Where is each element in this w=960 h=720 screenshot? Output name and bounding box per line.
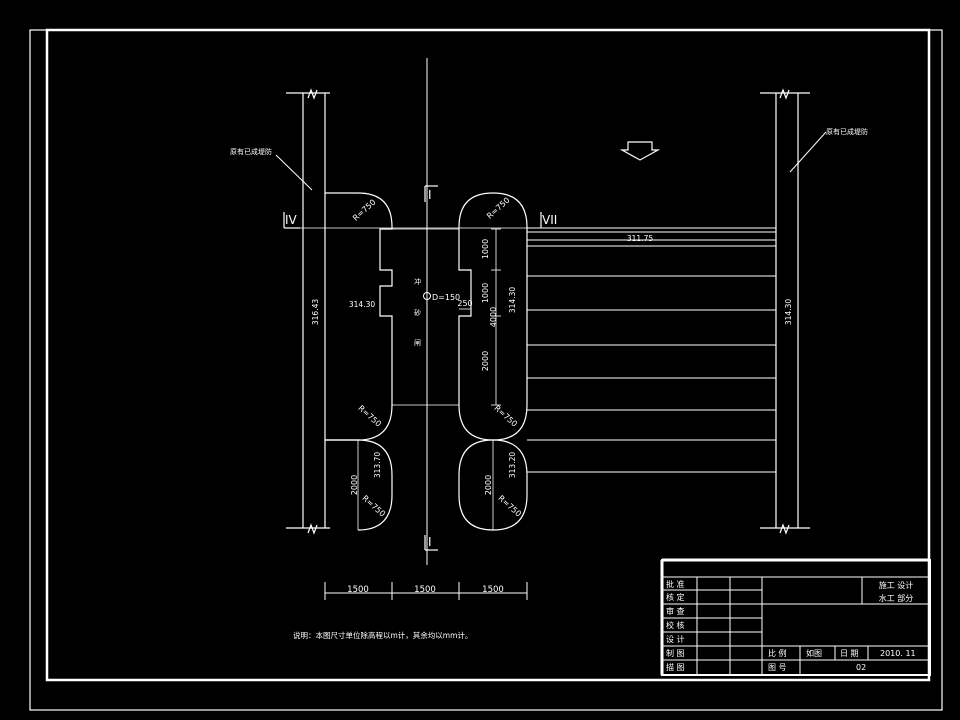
tb-row-verify: 核 定	[666, 592, 685, 602]
section-i-marker-top	[424, 185, 438, 202]
bottom-dim-1: 1500	[347, 585, 369, 595]
dim-1000-a: 1000	[481, 239, 490, 259]
dim-2000-left: 2000	[350, 475, 359, 495]
radius-label-right-low: R=750	[496, 494, 522, 519]
section-i-marker-bottom	[424, 535, 438, 551]
tb-row-check: 校 核	[666, 620, 685, 630]
tb-row-design: 设 计	[666, 634, 685, 644]
left-leader-line	[275, 154, 313, 191]
elev-left-pier-low: 313.70	[373, 452, 382, 478]
section-i-label-top: I	[428, 188, 432, 202]
dim-2000-right: 2000	[484, 475, 493, 495]
tb-drawing-no-label: 图 号	[768, 663, 787, 672]
elev-right-wall: 314.30	[784, 299, 793, 325]
pier-dimension-lines	[459, 228, 501, 406]
tb-row-approve: 批 准	[666, 579, 685, 589]
tb-section: 水工 部分	[879, 593, 914, 603]
radius-label-left-mid: R=750	[356, 404, 382, 429]
left-pier-lower	[325, 439, 393, 531]
sluice-char-1: 冲	[414, 277, 421, 286]
sluice-char-2: 砂	[414, 308, 421, 317]
flow-direction-arrow	[619, 141, 661, 161]
elev-right-pier: 314.30	[508, 287, 517, 313]
elev-left-wall: 316.43	[311, 299, 320, 325]
tb-design-stage: 施工 设计	[879, 580, 914, 590]
elev-left-pier: 314.30	[349, 300, 375, 309]
radius-label-left-top: R=750	[351, 198, 377, 223]
radius-label-right-top: R=750	[485, 196, 511, 221]
bottom-dim-3: 1500	[482, 585, 504, 595]
section-i-label-bottom: I	[428, 535, 432, 549]
right-leader-line	[789, 131, 827, 173]
tb-scale-value: 如图	[806, 648, 822, 658]
dim-250: 250	[457, 299, 472, 308]
bottom-dim-2: 1500	[414, 585, 436, 595]
tb-row-trace: 描 图	[666, 662, 685, 672]
apron-lines	[527, 227, 776, 473]
section-vii-label: VII	[542, 213, 557, 227]
dim-1000-b: 1000	[481, 283, 490, 303]
right-pier	[458, 192, 528, 441]
pipe-diameter-label: D=150	[432, 293, 460, 302]
sluice-char-3: 闸	[414, 339, 421, 347]
radius-label-left-low: R=750	[360, 494, 386, 519]
section-iv-marker	[283, 212, 541, 229]
bottom-dimension-line	[324, 582, 528, 600]
tb-date-value: 2010. 11	[880, 649, 916, 658]
tb-row-draft: 制 图	[666, 648, 685, 658]
tb-drawing-no-value: 02	[856, 663, 866, 672]
elev-right-pier-low: 313.20	[508, 452, 517, 478]
dim-4000: 4000	[489, 307, 498, 327]
right-embankment-label: 原有已成堤防	[826, 127, 868, 136]
left-embankment-label: 原有已成堤防	[230, 147, 272, 156]
left-embankment-wall	[286, 88, 330, 535]
left-pier	[325, 192, 393, 441]
pipe-circle	[423, 292, 431, 300]
tb-scale-label: 比 例	[768, 648, 787, 658]
inner-frame	[45, 28, 931, 682]
section-iv-label: IV	[285, 213, 298, 227]
radius-label-right-mid: R=750	[492, 404, 518, 429]
elev-apron: 311.75	[627, 234, 653, 243]
tb-row-review: 审 查	[666, 606, 685, 616]
drawing-note: 说明：本图尺寸单位除高程以m计，其余均以mm计。	[293, 630, 472, 640]
dim-2000-mid: 2000	[481, 351, 490, 371]
tb-date-label: 日 期	[840, 649, 859, 658]
